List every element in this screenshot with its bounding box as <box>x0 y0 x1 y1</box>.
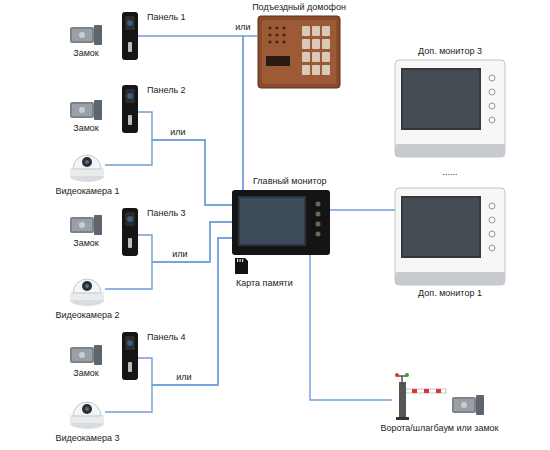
video-camera: Видеокамера 1 <box>70 148 105 183</box>
lock-icon <box>70 100 102 120</box>
device-label: Видеокамера 3 <box>54 433 120 444</box>
cable-line <box>105 238 232 412</box>
lock-icon <box>70 25 102 45</box>
cable-line <box>330 209 395 210</box>
electromagnetic-lock: Замок <box>70 25 102 45</box>
memory-card: Карта памяти <box>235 258 248 274</box>
device-label: Видеокамера 2 <box>54 310 120 321</box>
device-label: Замок <box>72 238 100 249</box>
device-label: Карта памяти <box>235 278 294 289</box>
main-monitor-icon <box>232 190 330 255</box>
device-label: Подъездный домофон <box>251 2 347 13</box>
electromagnetic-lock: Замок <box>70 345 102 365</box>
device-label: Замок <box>72 48 100 59</box>
video-camera: Видеокамера 3 <box>70 395 105 430</box>
device-label: Ворота/шлагбаум или замок <box>379 423 499 434</box>
device-label: Замок <box>72 123 100 134</box>
call-panel: Панель 1 <box>122 12 138 60</box>
device-label: Замок <box>72 368 100 379</box>
device-label: Панель 1 <box>146 12 187 23</box>
call-panel: Панель 3 <box>122 208 138 256</box>
gate-barrier: Ворота/шлагбаум или замок <box>392 372 487 420</box>
lock-icon <box>452 395 484 415</box>
cable-line <box>105 140 232 205</box>
cable-line <box>310 255 392 400</box>
lock-icon <box>70 345 102 365</box>
extra-monitor: Доп. монитор 1 <box>395 188 505 285</box>
extra-monitor-icon <box>395 188 505 285</box>
panel-icon <box>122 332 138 380</box>
entrance-intercom: Подъездный домофон <box>258 16 340 88</box>
extra-monitor-icon <box>395 60 505 157</box>
panel-icon <box>122 12 138 60</box>
cable-line <box>243 36 258 190</box>
call-panel: Панель 2 <box>122 85 138 133</box>
intercom-icon <box>258 16 340 88</box>
continuation-mark: ...... <box>441 167 458 178</box>
device-label: Доп. монитор 3 <box>417 46 483 57</box>
device-label: Главный монитор <box>252 176 328 187</box>
device-label: Панель 3 <box>146 208 187 219</box>
panel-icon <box>122 208 138 256</box>
or-note: или <box>169 127 186 138</box>
extra-monitor: Доп. монитор 3 <box>395 60 505 157</box>
panel-icon <box>122 85 138 133</box>
main-monitor: Главный монитор <box>232 190 330 255</box>
device-label: Видеокамера 1 <box>54 186 120 197</box>
electromagnetic-lock: Замок <box>70 100 102 120</box>
camera-icon <box>70 402 104 429</box>
call-panel: Панель 4 <box>122 332 138 380</box>
video-camera: Видеокамера 2 <box>70 272 105 307</box>
camera-icon <box>70 279 104 306</box>
cable-line <box>105 222 232 289</box>
device-label: Доп. монитор 1 <box>417 288 483 299</box>
or-note: или <box>175 372 192 383</box>
electromagnetic-lock: Замок <box>70 215 102 235</box>
device-label: Панель 4 <box>146 332 187 343</box>
or-note: или <box>171 249 188 260</box>
device-label: Панель 2 <box>146 85 187 96</box>
cable-line <box>138 36 243 190</box>
lock-icon <box>70 215 102 235</box>
barrier-icon <box>395 373 446 420</box>
memory-card-icon <box>235 258 248 274</box>
camera-icon <box>70 155 104 182</box>
or-note: или <box>234 22 251 33</box>
